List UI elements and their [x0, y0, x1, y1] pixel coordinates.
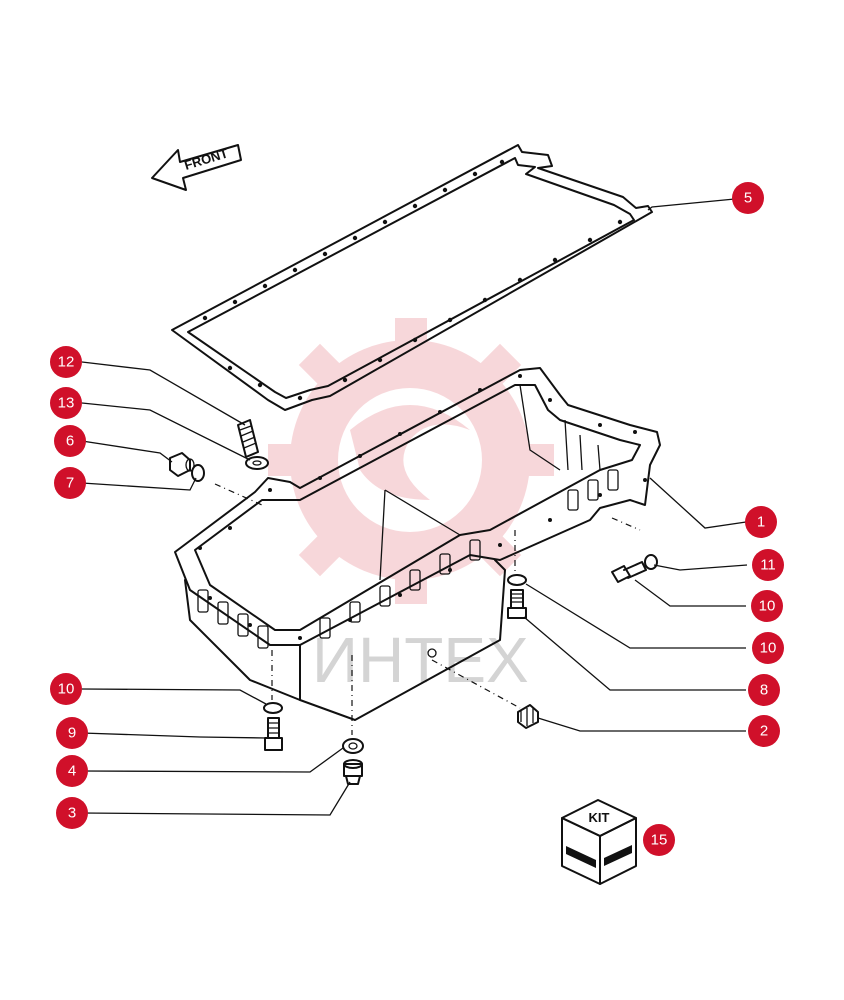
- bolt-9: [264, 717, 283, 751]
- callout-11: 10: [751, 590, 783, 622]
- washer-10-lower: [263, 702, 283, 714]
- gasket-4: [342, 738, 364, 754]
- svg-text:9: 9: [68, 725, 76, 742]
- svg-text:5: 5: [744, 190, 752, 207]
- oil-pan-gasket: [171, 144, 653, 411]
- washer-10-upper: [507, 574, 527, 586]
- washer-12: [644, 554, 658, 570]
- callout-3: 3: [56, 797, 88, 829]
- svg-text:15: 15: [651, 832, 668, 849]
- svg-text:7: 7: [66, 475, 74, 492]
- svg-text:10: 10: [759, 598, 776, 615]
- callout-13: 12: [50, 346, 82, 378]
- leader-lines: [81, 197, 748, 844]
- callout-15: 15: [643, 824, 675, 856]
- assembly-lines: [214, 483, 641, 735]
- callout-1: 1: [745, 506, 777, 538]
- svg-text:13: 13: [58, 395, 75, 412]
- svg-text:8: 8: [760, 682, 768, 699]
- seal-ring-7: [191, 464, 205, 482]
- front-label: FRONT: [182, 145, 229, 172]
- svg-text:12: 12: [58, 354, 75, 371]
- washer-14: [245, 456, 269, 470]
- bolt-11: [611, 561, 647, 583]
- callout-6: 6: [54, 425, 86, 457]
- svg-text:1: 1: [757, 514, 765, 531]
- callout-10-right: 10: [752, 632, 784, 664]
- front-direction-arrow: FRONT: [151, 144, 242, 191]
- watermark-gear-logo: [268, 318, 554, 604]
- svg-text:11: 11: [760, 557, 776, 574]
- callout-4: 4: [56, 755, 88, 787]
- watermark-text: ИНТЕХ: [312, 624, 529, 696]
- callout-12: 11: [752, 549, 784, 581]
- callout-9: 9: [56, 717, 88, 749]
- spring-13: [237, 419, 259, 458]
- plug-6: [169, 452, 195, 477]
- callout-10-left: 10: [50, 673, 82, 705]
- svg-text:10: 10: [58, 681, 75, 698]
- svg-text:2: 2: [760, 723, 768, 740]
- svg-text:6: 6: [66, 433, 74, 450]
- callout-7: 7: [54, 467, 86, 499]
- svg-text:10: 10: [760, 640, 777, 657]
- callout-8: 8: [748, 674, 780, 706]
- oil-pan: [174, 367, 661, 721]
- callout-2: 2: [748, 715, 780, 747]
- svg-text:3: 3: [68, 805, 76, 822]
- callout-5: 5: [732, 182, 764, 214]
- callout-14: 13: [50, 387, 82, 419]
- bolt-8: [507, 589, 527, 619]
- svg-text:4: 4: [68, 763, 76, 780]
- kit-label: KIT: [589, 810, 610, 825]
- drain-plug-3: [343, 759, 363, 785]
- plug-2: [517, 704, 539, 729]
- kit-box: KIT: [561, 799, 637, 885]
